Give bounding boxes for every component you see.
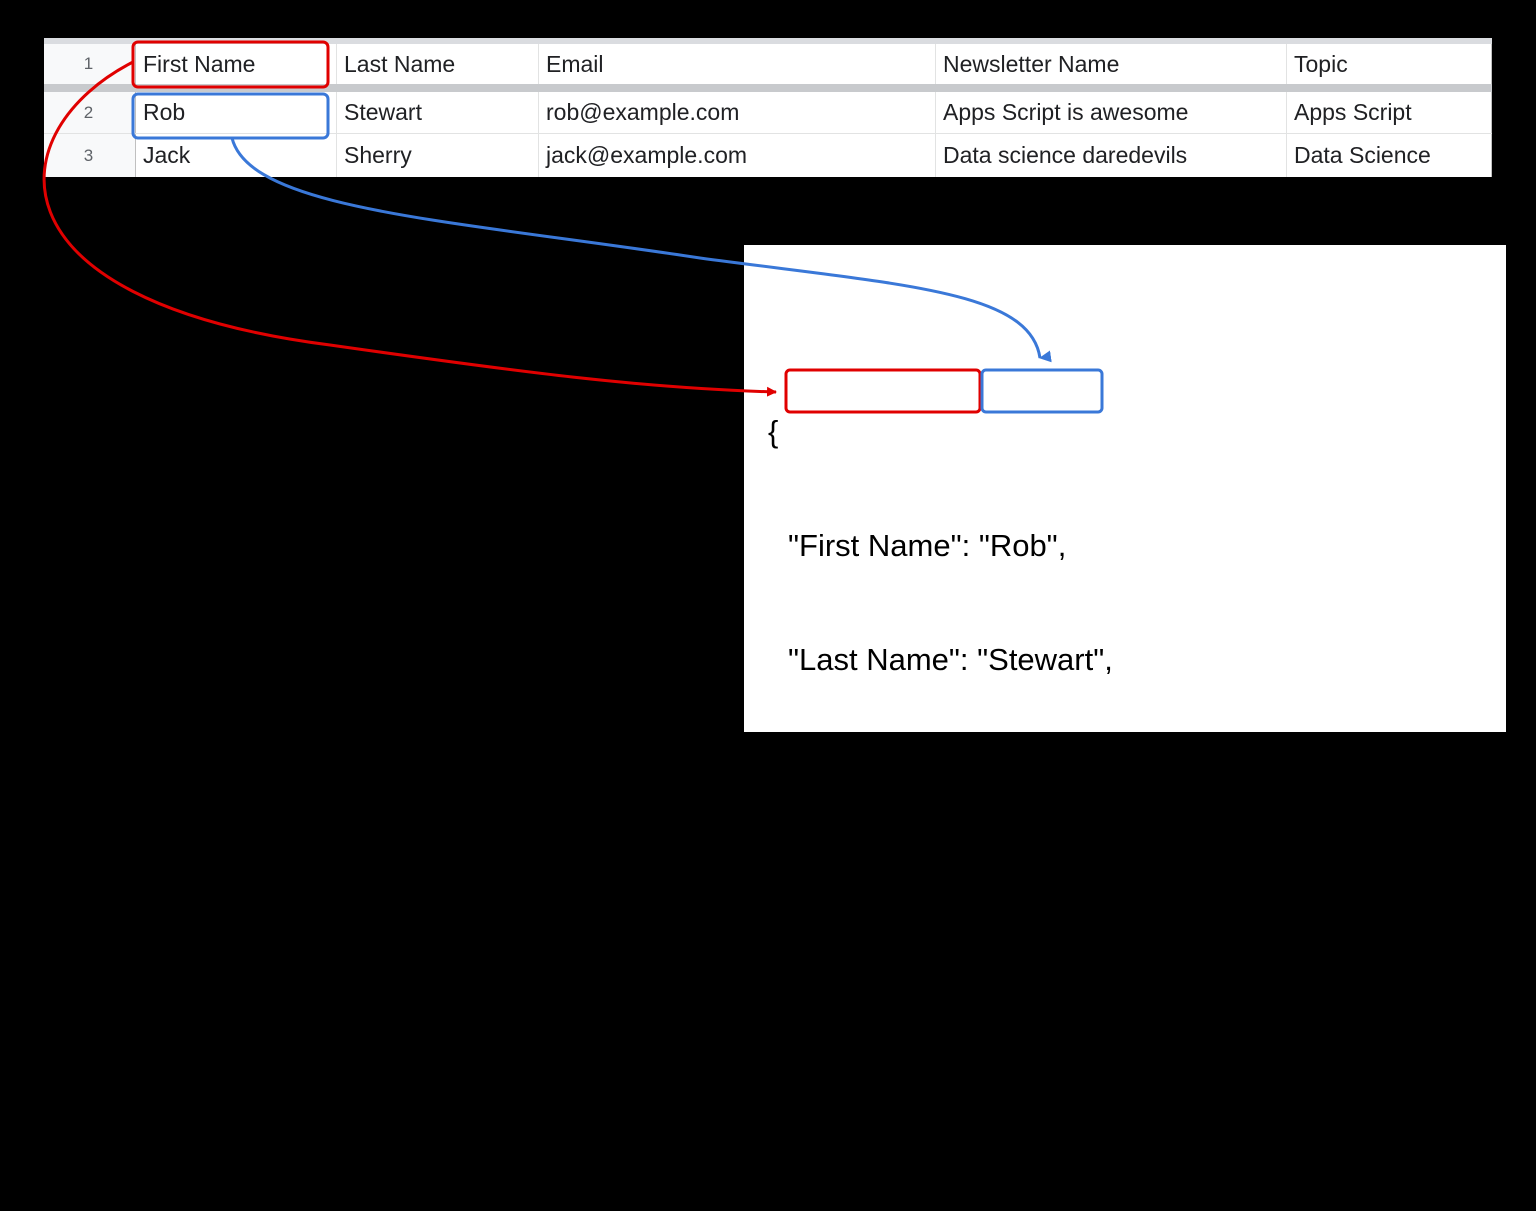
header-cell-newsletter-name[interactable]: Newsletter Name: [936, 44, 1287, 84]
json-value-rob: "Rob",: [978, 528, 1067, 563]
json-first-line: "First Name": "Rob",: [768, 527, 1426, 565]
row-number[interactable]: 3: [44, 134, 136, 177]
table-cell[interactable]: jack@example.com: [539, 134, 936, 177]
json-line-text: "Email": "rob@example.com",: [788, 756, 1196, 791]
json-line-text: "Last Name": "Stewart",: [788, 642, 1113, 677]
header-row: 1 First Name Last Name Email Newsletter …: [44, 44, 1492, 84]
table-cell[interactable]: Data Science: [1287, 134, 1492, 177]
json-line-text: "Topic": "Apps Script": [788, 984, 1081, 1019]
spreadsheet: 1 First Name Last Name Email Newsletter …: [44, 38, 1492, 177]
table-cell[interactable]: Stewart: [337, 92, 539, 133]
header-cell-last-name[interactable]: Last Name: [337, 44, 539, 84]
json-line: "Topic": "Apps Script": [768, 983, 1426, 1021]
json-key-first-name: "First Name": [788, 528, 962, 563]
header-cell-topic[interactable]: Topic: [1287, 44, 1492, 84]
header-cell-email[interactable]: Email: [539, 44, 936, 84]
table-cell[interactable]: Apps Script is awesome: [936, 92, 1287, 133]
json-line: "Last Name": "Stewart",: [768, 641, 1426, 679]
row-number[interactable]: 2: [44, 92, 136, 133]
json-close-brace: }: [768, 1098, 779, 1133]
json-line: "Newsletter Name": "Apps Script is aweso…: [768, 869, 1426, 907]
header-cell-first-name[interactable]: First Name: [136, 44, 337, 84]
json-separator: :: [961, 528, 979, 563]
json-output-panel: { "First Name": "Rob", "Last Name": "Ste…: [744, 245, 1506, 1133]
table-cell[interactable]: Sherry: [337, 134, 539, 177]
json-code: { "First Name": "Rob", "Last Name": "Ste…: [768, 337, 1426, 1211]
frozen-row-divider: [44, 84, 1492, 92]
table-cell[interactable]: Data science daredevils: [936, 134, 1287, 177]
sheet-top-border: [44, 38, 1492, 44]
json-line: "Email": "rob@example.com",: [768, 755, 1426, 793]
table-row: 3 Jack Sherry jack@example.com Data scie…: [44, 134, 1492, 177]
json-line-text: "Newsletter Name": "Apps Script is aweso…: [788, 870, 1427, 905]
json-open-brace: {: [768, 414, 779, 449]
table-cell[interactable]: rob@example.com: [539, 92, 936, 133]
row-number[interactable]: 1: [44, 44, 136, 84]
table-cell[interactable]: Apps Script: [1287, 92, 1492, 133]
table-cell[interactable]: Jack: [136, 134, 337, 177]
table-cell[interactable]: Rob: [136, 92, 337, 133]
table-row: 2 Rob Stewart rob@example.com Apps Scrip…: [44, 92, 1492, 134]
